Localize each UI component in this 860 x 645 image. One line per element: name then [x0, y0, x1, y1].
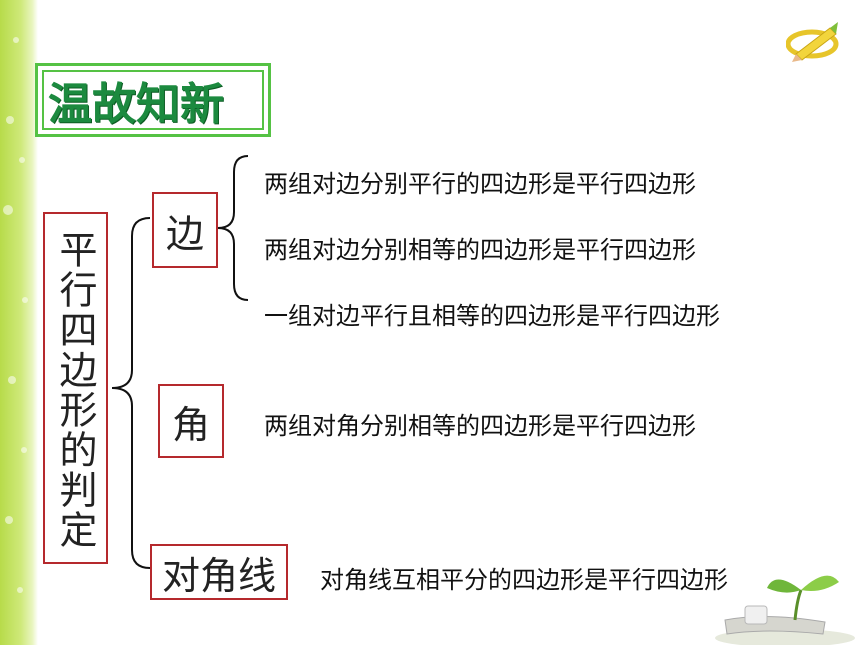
main-bracket	[111, 217, 151, 569]
statement-side-3: 一组对边平行且相等的四边形是平行四边形	[264, 302, 720, 330]
decorative-dots	[3, 37, 28, 593]
category-diagonal-box: 对角线	[150, 544, 288, 600]
title-frame: 温故知新	[35, 63, 271, 137]
category-side-box: 边	[152, 192, 218, 268]
statement-side-1: 两组对边分别平行的四边形是平行四边形	[264, 170, 696, 198]
statement-side-2: 两组对边分别相等的四边形是平行四边形	[264, 236, 696, 264]
title-inner-frame: 温故知新	[42, 70, 264, 130]
statement-angle-1: 两组对角分别相等的四边形是平行四边形	[264, 412, 696, 440]
statement-diagonal-1: 对角线互相平分的四边形是平行四边形	[320, 566, 728, 594]
page-title: 温故知新	[48, 79, 224, 130]
category-angle-box: 角	[158, 384, 224, 458]
topic-vertical-text: 平行四边形的判定	[53, 230, 97, 550]
category-diagonal-label: 对角线	[161, 553, 276, 598]
topic-box: 平行四边形的判定	[43, 212, 108, 564]
pencil-logo-icon	[786, 22, 839, 62]
category-angle-label: 角	[171, 402, 210, 447]
decorative-left-band	[0, 0, 38, 645]
category-side-label: 边	[165, 211, 204, 256]
side-bracket	[217, 155, 249, 301]
sprout-plant-icon	[715, 575, 855, 645]
